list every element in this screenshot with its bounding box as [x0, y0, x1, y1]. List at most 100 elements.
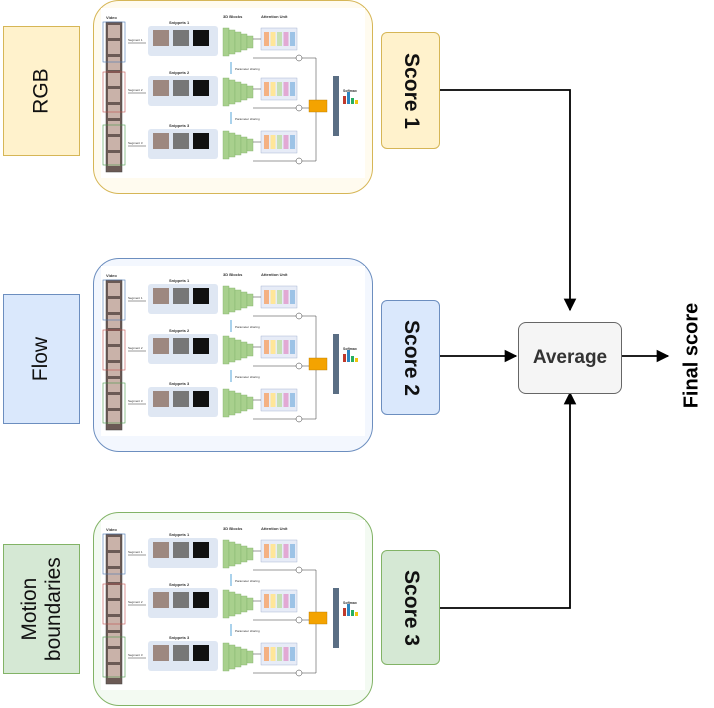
segment-bracket [102, 329, 126, 371]
segment-bracket [102, 71, 126, 113]
attention-cell [270, 135, 276, 149]
snippet-label: Snippets 1 [169, 532, 190, 537]
sharing-label: Parameter sharing [235, 375, 260, 379]
softmax-bar [351, 98, 354, 104]
softmax-bar [351, 356, 354, 362]
conv-block [246, 597, 254, 611]
segment-label: Segment 1 [128, 550, 143, 554]
snippet-frame [153, 391, 169, 407]
attention-cell [270, 82, 276, 96]
segment-label: Segment 2 [128, 600, 143, 604]
segment-label: Segment 3 [128, 141, 143, 145]
attention-cell [283, 290, 289, 304]
video-frame [108, 569, 120, 582]
video-frame [108, 363, 120, 376]
video-frame [108, 553, 120, 566]
attention-cell [277, 82, 282, 96]
stream-label-rgb: RGB [3, 26, 80, 156]
video-frame [108, 537, 120, 550]
attention-cell [270, 544, 276, 558]
softmax-bar [347, 92, 350, 104]
snippet-label: Snippets 3 [169, 635, 190, 640]
softmax-bar [355, 612, 358, 616]
attention-label: Attention Unit [261, 272, 288, 277]
conv-block [246, 138, 254, 152]
conv-block [246, 293, 254, 307]
flow-line [302, 106, 317, 162]
softmax-bar [343, 96, 346, 104]
stream-label-flow: Flow [3, 294, 80, 424]
attention-cell [283, 594, 289, 608]
video-frame [108, 73, 120, 86]
attention-cell [277, 594, 282, 608]
attention-cell [290, 290, 295, 304]
snippet-frame [193, 338, 209, 354]
sharing-label: Parameter sharing [235, 579, 260, 583]
softmax-label: Softmax [343, 89, 357, 93]
sharing-label: Parameter sharing [235, 117, 260, 121]
snippet-frame [153, 80, 169, 96]
video-frame [108, 153, 120, 166]
attention-cell [277, 32, 282, 46]
snippet-frame [173, 80, 189, 96]
attention-cell [290, 135, 295, 149]
attention-cell [270, 647, 276, 661]
softmax-bar [355, 100, 358, 104]
attention-cell [283, 393, 289, 407]
segment-label: Segment 3 [128, 653, 143, 657]
attention-label: Attention Unit [261, 14, 288, 19]
attention-cell [264, 82, 269, 96]
flow-line [302, 364, 317, 420]
feature-vector [333, 588, 339, 648]
snippet-frame [153, 30, 169, 46]
flow-line [302, 569, 317, 618]
video-frame [108, 89, 120, 102]
attention-cell [264, 32, 269, 46]
segment-bracket [102, 533, 126, 575]
attention-cell [283, 647, 289, 661]
segment-label: Segment 2 [128, 88, 143, 92]
snippet-frame [153, 288, 169, 304]
conv-block [246, 650, 254, 664]
attention-cell [277, 290, 282, 304]
snippet-label: Snippets 1 [169, 20, 190, 25]
attention-cell [264, 135, 269, 149]
video-frame [108, 379, 120, 392]
connector-score3-average [440, 391, 577, 609]
video-frame [108, 411, 120, 424]
attention-label: Attention Unit [261, 526, 288, 531]
snippet-frame [153, 542, 169, 558]
video-frame [108, 601, 120, 614]
segment-label: Segment 3 [128, 399, 143, 403]
snippet-frame [173, 542, 189, 558]
snippet-frame [173, 645, 189, 661]
snippet-frame [193, 645, 209, 661]
attention-cell [283, 544, 289, 558]
video-frame [108, 121, 120, 134]
sharing-label: Parameter sharing [235, 325, 260, 329]
sharing-label: Parameter sharing [235, 67, 260, 71]
attention-cell [277, 647, 282, 661]
attention-cell [277, 135, 282, 149]
blocks-label: 3D Blocks [223, 526, 243, 531]
conv-block [246, 85, 254, 99]
softmax-label: Softmax [343, 601, 357, 605]
attention-cell [270, 290, 276, 304]
snippet-frame [173, 592, 189, 608]
feature-vector [333, 76, 339, 136]
video-frame [108, 665, 120, 678]
blocks-label: 3D Blocks [223, 272, 243, 277]
snippet-frame [193, 592, 209, 608]
snippet-frame [193, 391, 209, 407]
attention-cell [290, 594, 295, 608]
attention-cell [277, 393, 282, 407]
final-score-text: Final score [680, 302, 703, 408]
final-score-label: Final score [672, 280, 712, 430]
average-box: Average [518, 322, 622, 394]
attention-cell [270, 340, 276, 354]
score-box-1: Score 1 [381, 32, 440, 149]
video-frame [108, 137, 120, 150]
attention-cell [264, 393, 269, 407]
